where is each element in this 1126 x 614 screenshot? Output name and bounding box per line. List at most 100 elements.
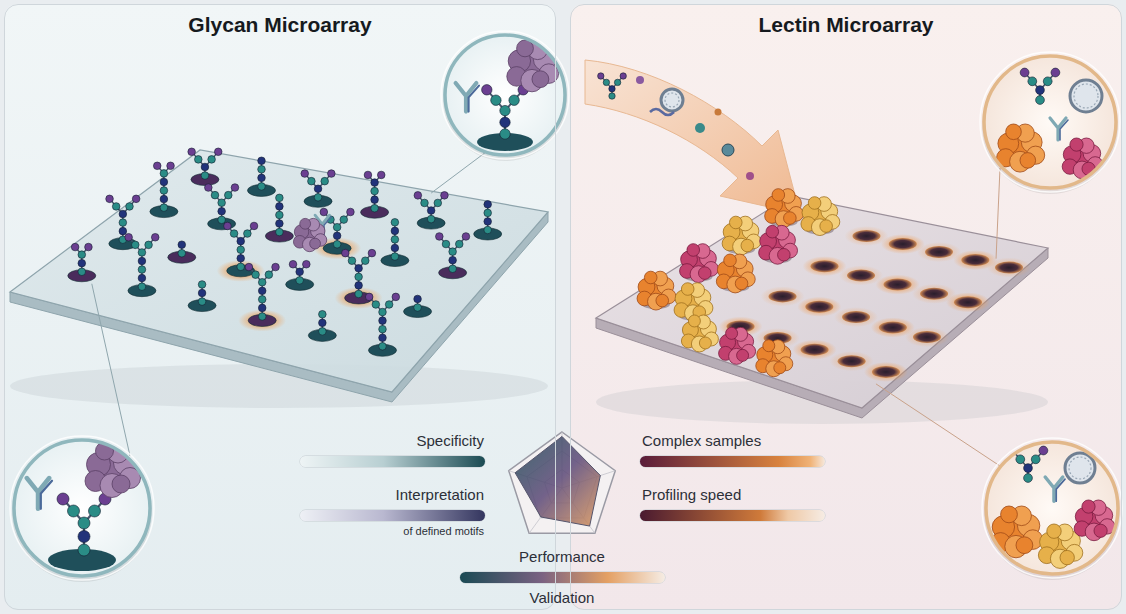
art-circle	[441, 192, 449, 200]
art-g	[456, 40, 559, 151]
art-circle	[245, 263, 253, 271]
art-circle	[276, 203, 284, 211]
art-circle	[230, 230, 238, 238]
art-circle	[372, 301, 380, 309]
glycan-chain	[125, 233, 159, 290]
art-path	[469, 86, 479, 112]
art-circle	[656, 294, 669, 307]
glycan-chain	[598, 73, 627, 99]
protein-blob	[507, 40, 559, 92]
art-g	[997, 68, 1103, 179]
art-path	[515, 436, 600, 526]
art-circle	[391, 219, 399, 227]
art-circle	[482, 85, 492, 95]
art-circle	[258, 183, 266, 191]
glycan-chain	[1008, 446, 1048, 482]
art-rect	[300, 510, 485, 521]
art-circle	[379, 342, 387, 350]
art-rect	[300, 510, 485, 521]
art-circle	[982, 438, 1122, 578]
art-circle	[250, 222, 258, 230]
art-circle	[1047, 524, 1061, 538]
glycan-chain	[224, 222, 258, 270]
art-circle	[371, 187, 379, 195]
protein-blob	[801, 197, 840, 236]
art-circle	[201, 172, 209, 180]
art-circle	[126, 203, 134, 211]
magnifier	[441, 31, 569, 161]
art-circle	[355, 290, 363, 298]
glycan-chain	[57, 493, 111, 556]
art-circle	[132, 195, 140, 203]
art-circle	[198, 289, 206, 297]
array-well	[801, 344, 829, 356]
art-circle	[391, 227, 399, 235]
art-circle	[385, 301, 393, 309]
panel: Glycan Microarray	[4, 4, 556, 610]
art-circle	[289, 260, 297, 268]
art-circle	[319, 319, 327, 327]
panel-heading: Lectin Microarray	[571, 5, 1121, 37]
art-circle	[333, 232, 341, 240]
art-circle	[138, 274, 146, 282]
art-path	[27, 478, 49, 509]
art-circle	[427, 207, 435, 215]
art-circle	[746, 172, 754, 180]
glycan-chain	[276, 194, 284, 236]
glycan-chain	[342, 249, 376, 297]
art-circle	[500, 105, 510, 115]
art-circle	[319, 310, 327, 318]
art-circle	[112, 475, 130, 493]
art-circle	[484, 218, 492, 226]
liposome	[1070, 80, 1102, 112]
art-circle	[688, 315, 700, 327]
art-circle	[258, 296, 266, 304]
art-circle	[178, 241, 186, 249]
art-circle	[1020, 68, 1029, 77]
art-circle	[661, 89, 683, 111]
art-circle	[211, 191, 219, 199]
art-circle	[125, 233, 133, 241]
art-circle	[138, 266, 146, 274]
art-circle	[272, 263, 280, 271]
art-circle	[68, 505, 80, 517]
art-circle	[1051, 68, 1060, 77]
metric-bar	[640, 456, 825, 467]
art-circle	[603, 79, 609, 85]
art-circle	[1070, 138, 1083, 151]
art-circle	[71, 243, 79, 251]
array-well	[805, 301, 833, 313]
binding-glow	[238, 309, 286, 331]
art-circle	[224, 191, 232, 199]
art-circle	[342, 249, 350, 257]
art-circle	[296, 277, 304, 285]
art-circle	[1031, 455, 1040, 464]
art-circle	[609, 93, 615, 99]
protein-blob	[681, 315, 718, 352]
array-well	[811, 260, 839, 272]
protein-blob	[756, 340, 793, 377]
array-well	[961, 254, 989, 266]
art-circle	[78, 531, 90, 543]
art-circle	[78, 544, 90, 556]
art-circle	[10, 436, 154, 580]
art-circle	[620, 73, 626, 79]
art-circle	[237, 254, 245, 262]
art-circle	[276, 211, 284, 219]
art-circle	[484, 201, 492, 209]
sample-arrow	[585, 60, 800, 214]
art-circle	[778, 248, 791, 261]
art-circle	[484, 209, 492, 217]
art-circle	[379, 325, 387, 333]
art-circle	[314, 185, 322, 193]
art-circle	[348, 257, 356, 265]
glycan-chain	[391, 219, 399, 261]
glycan-chain	[153, 162, 174, 211]
art-circle	[1060, 550, 1074, 564]
glycan-chain	[414, 192, 448, 223]
art-circle	[441, 31, 569, 159]
well-glow	[946, 292, 990, 312]
art-circle	[258, 278, 266, 286]
art-circle	[333, 223, 341, 231]
